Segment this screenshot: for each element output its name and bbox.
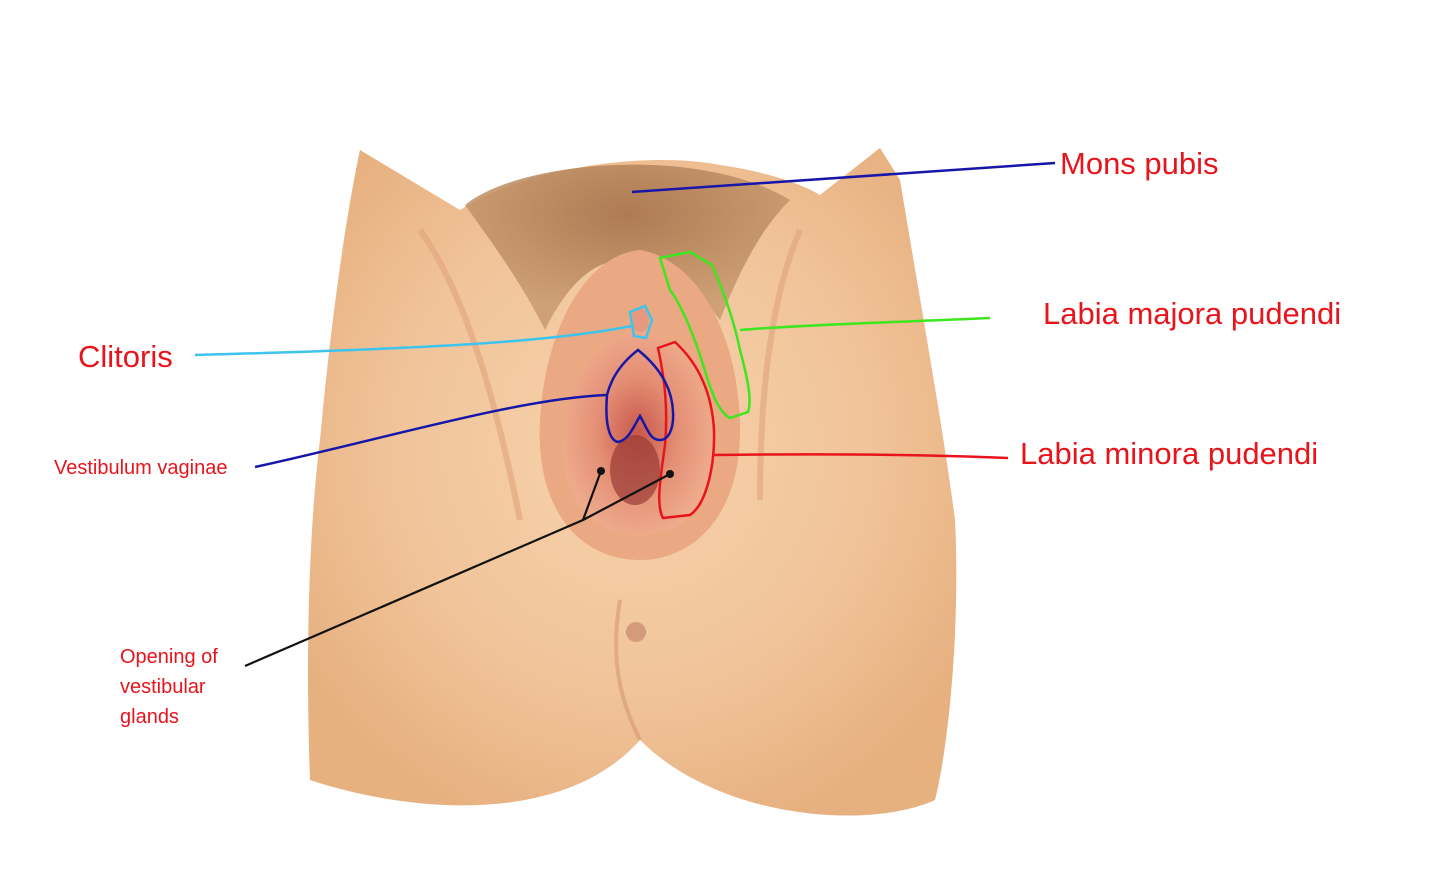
label-mons-pubis: Mons pubis <box>1060 146 1219 181</box>
vaginal-opening <box>610 435 660 505</box>
clitoris-leader <box>194 324 633 357</box>
label-vestibulum: Vestibulum vaginae <box>54 457 228 479</box>
gland-point-right <box>666 470 674 478</box>
clitoris-outline <box>628 304 654 340</box>
label-vestibular-glands-line2: vestibular <box>120 676 206 698</box>
gland-point-left <box>597 467 605 475</box>
anus-shape <box>626 622 646 642</box>
clitoris-shape <box>631 308 649 332</box>
mons-pubis-leader <box>631 161 1056 194</box>
mons-hair <box>465 164 790 330</box>
labia-majora-outline <box>658 250 751 420</box>
labia-minora-outline <box>656 340 716 520</box>
vestibular-glands-leader-left <box>581 470 603 521</box>
label-vestibular-glands-line3: glands <box>120 706 179 728</box>
label-clitoris: Clitoris <box>78 339 173 374</box>
labia-minora-leader <box>711 453 1009 460</box>
label-labia-majora: Labia majora pudendi <box>1043 296 1342 331</box>
vestibular-glands-leader-right <box>244 473 671 668</box>
label-vestibular-glands-line1: Opening of <box>120 646 218 668</box>
vestibule-shape <box>562 330 713 535</box>
vestibulum-leader <box>254 393 608 469</box>
label-vestibular-glands: Opening of vestibular glands <box>120 642 260 732</box>
label-labia-minora: Labia minora pudendi <box>1020 436 1319 471</box>
labia-majora-leader <box>739 316 991 332</box>
